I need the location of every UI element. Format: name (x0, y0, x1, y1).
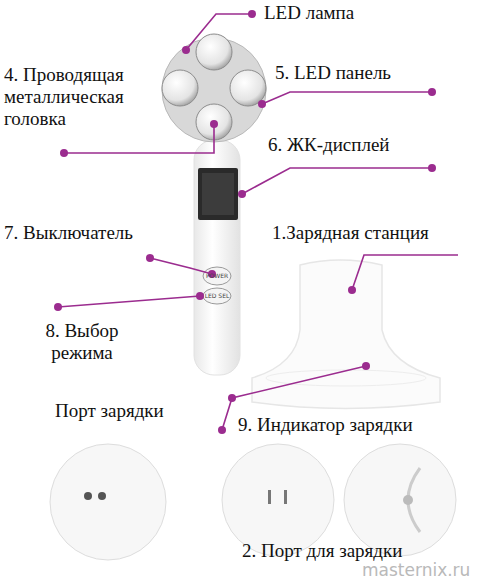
button-text: LED SEL (201, 292, 233, 300)
zoom-circle (344, 444, 456, 556)
part-label: 1.Зарядная станция (272, 222, 477, 244)
lcd-screen (202, 173, 234, 215)
power-button (203, 267, 231, 285)
charge-pin (268, 490, 271, 504)
part-label: LED лампа (264, 2, 394, 24)
part-label: 9. Индикатор зарядки (238, 414, 473, 436)
device-handle (194, 140, 240, 375)
zoom-circle (50, 444, 166, 560)
port-pin (98, 492, 106, 500)
led-bump (162, 70, 198, 106)
part-label: 2. Порт для зарядки (242, 540, 472, 562)
charge-pin (284, 490, 287, 504)
part-label: 5. LED панель (275, 62, 435, 84)
watermark: masternix.ru (362, 560, 480, 580)
part-label: Порт зарядки (55, 400, 195, 422)
button-text: POWER (203, 272, 231, 280)
part-label: 4. Проводящая металлическая головка (4, 64, 154, 130)
led-bump (196, 34, 232, 70)
indicator-light (403, 495, 413, 505)
port-pin (84, 492, 92, 500)
part-label: 7. Выключатель (4, 222, 174, 244)
part-label: 8. Выбор режима (22, 320, 142, 364)
lcd-display (198, 168, 238, 220)
zoom-circle (222, 444, 334, 556)
part-label: 6. ЖК-дисплей (268, 134, 448, 156)
